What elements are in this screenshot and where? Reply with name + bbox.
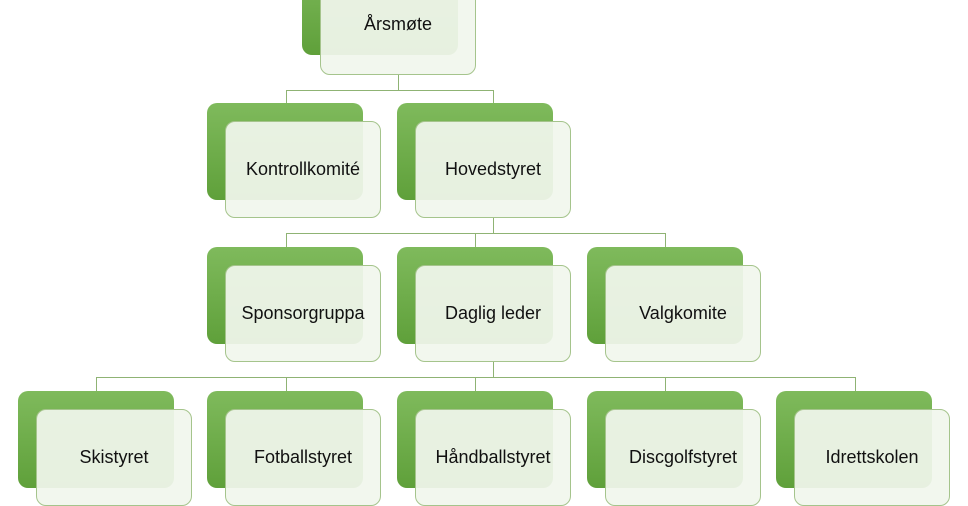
connector: [475, 233, 476, 247]
node-label: Daglig leder: [444, 303, 542, 323]
node-label: Hovedstyret: [444, 159, 542, 179]
node-skistyret[interactable]: Skistyret: [36, 409, 192, 506]
node-label: Skistyret: [79, 447, 149, 467]
connector: [475, 377, 476, 391]
connector: [96, 377, 856, 378]
node-sponsorgruppa[interactable]: Sponsorgruppa: [225, 265, 381, 362]
connector: [286, 377, 287, 391]
node-label: Håndballstyret: [435, 447, 551, 467]
connector: [493, 362, 494, 377]
node-label: Kontrollkomité: [245, 159, 361, 179]
node-label: Fotballstyret: [253, 447, 353, 467]
node-label: Sponsorgruppa: [241, 303, 365, 323]
node-label: Discgolfstyret: [628, 447, 738, 467]
node-valgkomite[interactable]: Valgkomite: [605, 265, 761, 362]
connector: [286, 90, 287, 103]
connector: [286, 90, 494, 91]
node-label: Idrettskolen: [825, 447, 919, 467]
node-label: Årsmøte: [363, 13, 432, 34]
node-kontrollkomite[interactable]: Kontrollkomité: [225, 121, 381, 218]
connector: [665, 377, 666, 391]
connector: [96, 377, 97, 391]
connector: [493, 218, 494, 233]
connector: [398, 75, 399, 90]
node-idrettskolen[interactable]: Idrettskolen: [794, 409, 950, 506]
node-arsmote[interactable]: Årsmøte: [320, 0, 476, 75]
node-hovedstyret[interactable]: Hovedstyret: [415, 121, 571, 218]
node-fotballstyret[interactable]: Fotballstyret: [225, 409, 381, 506]
node-handballstyret[interactable]: Håndballstyret: [415, 409, 571, 506]
connector: [286, 233, 287, 247]
node-label: Valgkomite: [639, 303, 727, 323]
connector: [665, 233, 666, 247]
connector: [855, 377, 856, 391]
connector: [493, 90, 494, 103]
node-daglig-leder[interactable]: Daglig leder: [415, 265, 571, 362]
connector: [286, 233, 666, 234]
node-discgolfstyret[interactable]: Discgolfstyret: [605, 409, 761, 506]
